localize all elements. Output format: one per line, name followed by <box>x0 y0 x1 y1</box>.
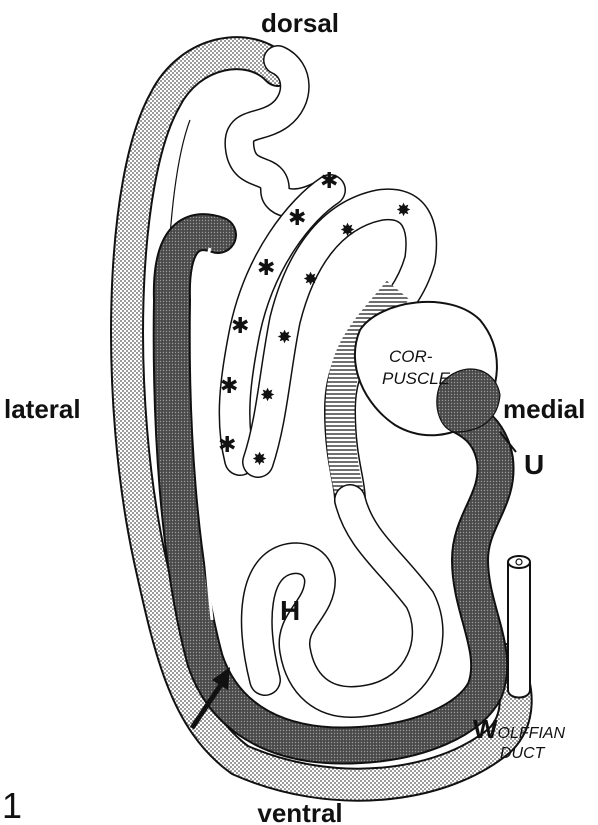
asterisk-mark: ✱ <box>288 206 306 231</box>
wolffian-duct-tube <box>508 556 530 698</box>
label-lateral: lateral <box>4 394 81 424</box>
label-corpuscle-line1: COR- <box>389 347 433 366</box>
asterisk-mark: ✱ <box>218 433 236 458</box>
label-dorsal: dorsal <box>261 8 339 38</box>
dot-mark: ✸ <box>277 327 292 348</box>
wolffian-rest: OLFFIAN <box>498 725 566 742</box>
label-ventral: ventral <box>257 798 342 825</box>
figure-number: 1 <box>2 785 22 825</box>
dot-mark: ✸ <box>340 220 355 241</box>
dot-mark: ✸ <box>303 269 318 290</box>
asterisk-mark: ✱ <box>220 374 238 399</box>
dot-mark: ✸ <box>260 385 275 406</box>
asterisk-mark: ✱ <box>257 256 275 281</box>
asterisk-mark: ✱ <box>231 314 249 339</box>
marker-u: U <box>524 449 544 480</box>
dot-mark: ✸ <box>396 200 411 221</box>
label-corpuscle-line2: PUSCLE <box>382 369 451 388</box>
wolffian-initial: W <box>473 714 498 744</box>
marker-h: H <box>280 595 300 626</box>
label-medial: medial <box>503 394 585 424</box>
asterisk-mark: ✱ <box>320 169 338 194</box>
dot-mark: ✸ <box>252 449 267 470</box>
label-duct: DUCT <box>500 745 546 762</box>
